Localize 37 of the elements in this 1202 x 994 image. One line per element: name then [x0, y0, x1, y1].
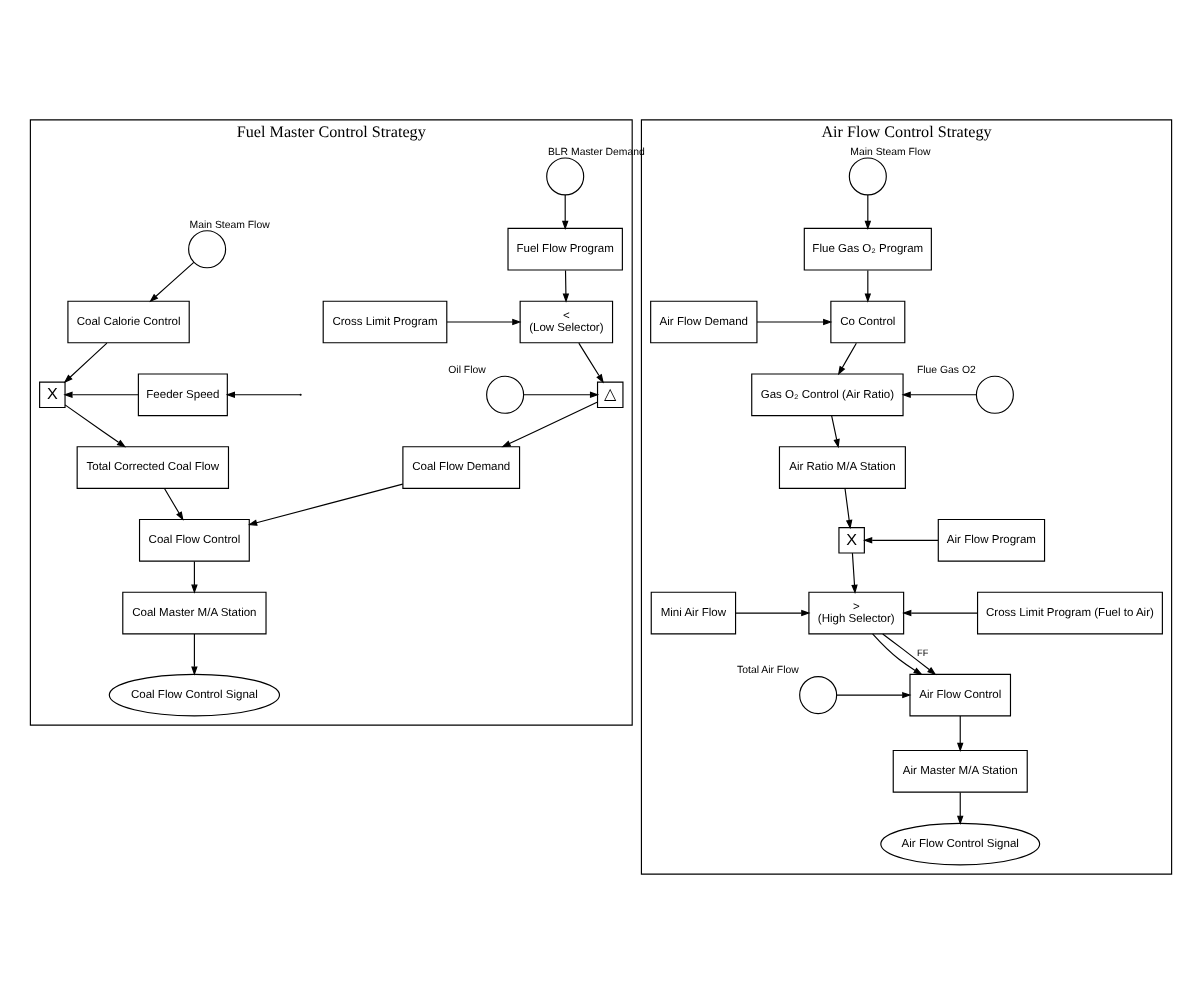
arrow [191, 560, 198, 594]
arrow [901, 391, 977, 398]
arrow [863, 537, 939, 544]
arrow [63, 391, 139, 398]
node-circle [848, 157, 887, 196]
arrow [756, 318, 833, 326]
arrow [836, 691, 912, 699]
arrow [63, 342, 108, 384]
node-circle [975, 375, 1014, 414]
arrow [64, 404, 127, 448]
node-circle [799, 676, 838, 715]
arrow [247, 483, 404, 526]
node-circle [486, 375, 525, 414]
arrow [149, 261, 195, 303]
arrow [864, 269, 872, 303]
arrow [164, 488, 184, 521]
arrow [501, 401, 598, 448]
arrow [831, 415, 840, 449]
arrow [225, 391, 301, 398]
arrow [191, 633, 198, 676]
arrow [864, 194, 872, 231]
node-circle [188, 230, 227, 269]
node-circle [546, 157, 585, 196]
arrow [844, 488, 853, 530]
arrow [735, 609, 811, 617]
arrow [882, 633, 937, 676]
arrow [957, 715, 964, 753]
arrow [561, 194, 569, 231]
arrow [902, 609, 979, 617]
arrow [872, 633, 923, 676]
arrow [578, 342, 604, 384]
arrow [562, 269, 570, 303]
arrow [851, 552, 858, 595]
arrow [957, 791, 964, 825]
arrow [523, 391, 600, 398]
arrow [837, 342, 857, 376]
arrow [446, 318, 522, 326]
